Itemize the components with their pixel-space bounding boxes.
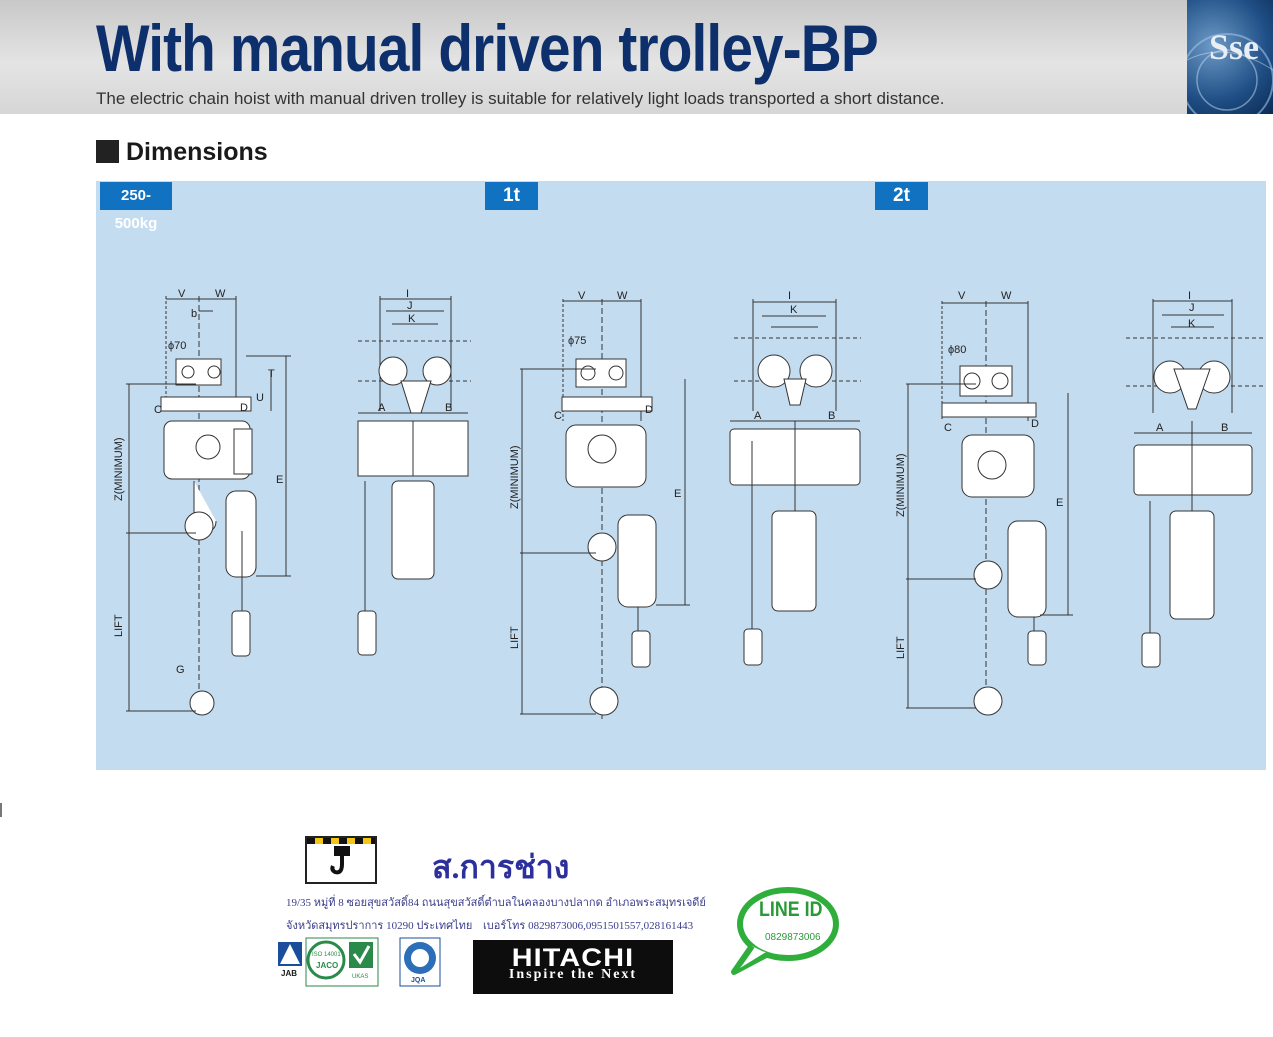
dim-label-g: G	[176, 664, 185, 676]
dim-label-lift-2t: LIFT	[895, 636, 907, 659]
company-hook-logo	[305, 836, 377, 884]
dim-label-c: C	[154, 404, 162, 416]
swirl-icon	[1187, 33, 1273, 114]
dim-label-v-2t: V	[958, 290, 966, 302]
capacity-tag-1t: 1t	[485, 182, 538, 210]
side-view-2t	[906, 301, 1073, 716]
dim-label-c-1t: C	[554, 410, 562, 422]
cert-jab: JAB	[281, 969, 297, 978]
dim-label-d: D	[240, 402, 248, 414]
front-view-1t	[729, 299, 861, 666]
wheel-diameter-label-1t: ϕ75	[568, 335, 586, 347]
company-address-line2: จังหวัดสมุทรปราการ 10290 ประเทศไทย	[286, 920, 473, 932]
dim-label-i: I	[406, 288, 409, 300]
dim-label-b: b	[191, 308, 197, 320]
dim-label-z-minimum-1t: Z(MINIMUM)	[509, 445, 521, 509]
side-view-1t	[520, 299, 690, 721]
dim-label-b-front: B	[445, 402, 452, 414]
hook-icon	[330, 846, 350, 875]
dim-label-a-1t: A	[754, 410, 762, 422]
dim-label-a: A	[378, 402, 386, 414]
page-subtitle: The electric chain hoist with manual dri…	[96, 89, 945, 108]
dimensions-panel: 250-500kg 1t 2t	[96, 181, 1266, 770]
hoist-dimension-drawings: V W b ϕ70 C D E T U G I J K A B V W ϕ75 …	[113, 288, 1266, 721]
dim-label-w-1t: W	[617, 290, 628, 302]
dim-label-k: K	[408, 313, 416, 325]
company-address-line1: 19/35 หมู่ที่ 8 ซอยสุขสวัสดิ์84 ถนนสุขสว…	[286, 897, 706, 909]
dim-label-i-1t: I	[788, 290, 791, 302]
front-view-2t	[1126, 299, 1266, 668]
section-title: Dimensions	[126, 138, 268, 166]
hitachi-brand: HITACHI	[511, 944, 635, 972]
hitachi-slogan: Inspire the Next	[508, 967, 638, 982]
dim-label-w: W	[215, 288, 226, 300]
dim-label-e-1t: E	[674, 488, 681, 500]
dim-label-w-2t: W	[1001, 290, 1012, 302]
cert-iso: ISO 14001	[312, 952, 341, 958]
capacity-tag-2t: 2t	[875, 182, 928, 210]
dim-label-k-2t: K	[1188, 318, 1196, 330]
corner-logo-text: Sse	[1209, 27, 1260, 67]
cert-jqa: JQA	[411, 977, 425, 984]
dim-label-d-1t: D	[645, 404, 653, 416]
capacity-tag-250-500kg: 250-500kg	[100, 182, 172, 232]
dim-label-e: E	[276, 474, 283, 486]
page-title: With manual driven trolley-BP	[96, 11, 879, 85]
dim-label-b-front-2t: B	[1221, 422, 1228, 434]
front-view-250-500kg	[357, 296, 471, 656]
square-bullet-icon	[96, 140, 119, 163]
dim-label-u: U	[256, 392, 264, 404]
dim-label-j-2t: J	[1189, 302, 1195, 314]
dim-label-t: T	[268, 368, 275, 380]
dim-label-j: J	[407, 300, 413, 312]
dim-label-z-minimum: Z(MINIMUM)	[113, 437, 125, 501]
dim-label-c-2t: C	[944, 422, 952, 434]
dim-label-lift: LIFT	[113, 614, 125, 637]
dim-label-k-1t: K	[790, 304, 798, 316]
wheel-diameter-label-2t: ϕ80	[948, 344, 966, 356]
line-id-number: 0829873006	[765, 932, 821, 943]
wheel-diameter-label: ϕ70	[168, 340, 186, 352]
hitachi-logo: HITACHI Inspire the Next	[473, 940, 673, 994]
dim-label-d-2t: D	[1031, 418, 1039, 430]
page-header: With manual driven trolley-BP The electr…	[0, 0, 1273, 114]
dim-label-i-2t: I	[1188, 290, 1191, 302]
corner-logo: Sse	[1187, 0, 1273, 114]
company-name: ส.การช่าง	[432, 849, 570, 885]
side-view-250-500kg	[126, 296, 291, 716]
hazard-stripe	[307, 838, 375, 844]
dim-label-z-minimum-2t: Z(MINIMUM)	[895, 453, 907, 517]
cert-ukas: UKAS	[352, 974, 368, 980]
cert-jaco: JACO	[316, 961, 338, 970]
line-id-label: LINE ID	[759, 898, 823, 921]
certification-badges: JAB ISO 14001 JACO UKAS JQA	[278, 937, 441, 987]
dim-label-v-1t: V	[578, 290, 586, 302]
page-edge-mark	[0, 803, 2, 817]
dim-label-lift-1t: LIFT	[509, 626, 521, 649]
dim-label-a-2t: A	[1156, 422, 1164, 434]
line-chat-bubble-icon	[731, 887, 839, 975]
dim-label-v: V	[178, 288, 186, 300]
company-phone: เบอร์โทร 0829873006,0951501557,028161443	[483, 920, 694, 932]
dim-label-e-2t: E	[1056, 497, 1063, 509]
dim-label-b-front-1t: B	[828, 410, 835, 422]
